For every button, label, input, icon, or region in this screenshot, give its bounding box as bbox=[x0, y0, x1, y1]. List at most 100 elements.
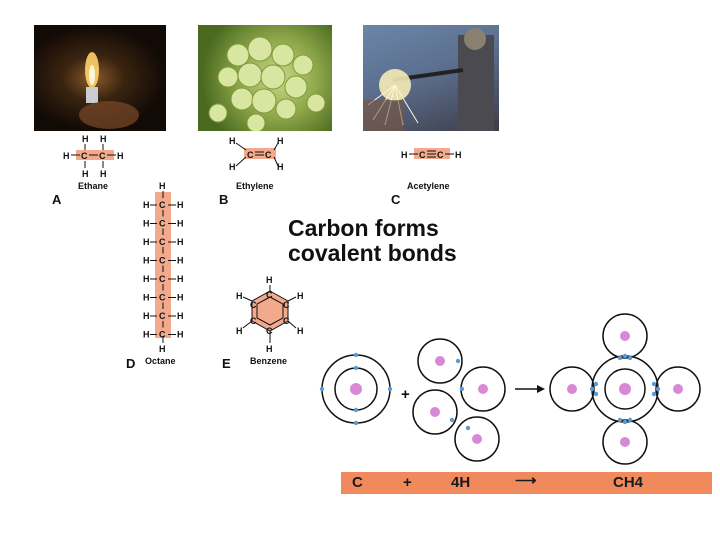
electron bbox=[319, 386, 325, 392]
atom-h: H bbox=[236, 326, 243, 336]
atom-h: H bbox=[143, 219, 150, 229]
atom-c: C bbox=[159, 219, 166, 229]
atom-h: H bbox=[143, 330, 150, 340]
electron bbox=[655, 386, 661, 392]
ethylene-bond-highlight bbox=[244, 148, 276, 159]
atom-h: H bbox=[159, 181, 166, 191]
atom-h: H bbox=[63, 151, 70, 161]
electron bbox=[589, 386, 595, 392]
electron bbox=[387, 386, 393, 392]
atom-h: H bbox=[455, 150, 462, 160]
panel-letter-d: D bbox=[126, 356, 136, 371]
hydrogen-nucleus bbox=[478, 384, 488, 394]
atom-h: H bbox=[177, 274, 184, 284]
atom-c: C bbox=[283, 316, 290, 326]
carbon-nucleus bbox=[350, 383, 362, 395]
hydrogen-nucleus bbox=[430, 407, 440, 417]
lighter-flame-illustration bbox=[79, 52, 139, 129]
equation-product: CH4 bbox=[613, 474, 644, 491]
atom-h: H bbox=[177, 200, 184, 210]
atom-h: H bbox=[229, 162, 236, 172]
methane-hydrogen-nucleus bbox=[620, 437, 630, 447]
electron bbox=[593, 381, 599, 387]
electron bbox=[593, 391, 599, 397]
atom-c: C bbox=[266, 290, 273, 300]
grapes-illustration bbox=[208, 36, 326, 131]
atom-c: C bbox=[159, 330, 166, 340]
grapes-photo bbox=[198, 25, 332, 131]
atom-c: C bbox=[159, 311, 166, 321]
electron bbox=[617, 355, 623, 361]
atom-h: H bbox=[82, 169, 89, 179]
electron bbox=[651, 381, 657, 387]
hydrogen-nucleus bbox=[472, 434, 482, 444]
electron bbox=[449, 417, 455, 423]
equation-arrow: ⟶ bbox=[515, 472, 537, 489]
carbon-atom-diagram bbox=[321, 354, 391, 424]
atom-h: H bbox=[236, 291, 243, 301]
methane-hydrogen-nucleus bbox=[673, 384, 683, 394]
atom-h: H bbox=[117, 151, 124, 161]
atom-h: H bbox=[143, 293, 150, 303]
benzene-structure: H H H H H H C C C C C C bbox=[236, 275, 304, 354]
atom-h: H bbox=[143, 200, 150, 210]
atom-c: C bbox=[159, 274, 166, 284]
ethylene-structure: H H C C H H bbox=[229, 136, 284, 172]
atom-c: C bbox=[159, 237, 166, 247]
equation-hydrogen: 4H bbox=[451, 474, 471, 491]
electron bbox=[353, 352, 359, 358]
equation-carbon: C bbox=[352, 474, 363, 491]
electron bbox=[651, 391, 657, 397]
equation-bar bbox=[341, 472, 712, 494]
atom-h: H bbox=[297, 291, 304, 301]
atom-c: C bbox=[250, 316, 257, 326]
atom-h: H bbox=[297, 326, 304, 336]
atom-h: H bbox=[159, 344, 166, 354]
panel-caption-ethylene: Ethylene bbox=[236, 181, 274, 191]
atom-h: H bbox=[277, 162, 284, 172]
atom-h: H bbox=[143, 274, 150, 284]
electron bbox=[353, 420, 359, 426]
atom-h: H bbox=[177, 219, 184, 229]
hydrogen-nucleus bbox=[435, 356, 445, 366]
equation-plus: + bbox=[403, 474, 412, 491]
title-line-1: Carbon forms bbox=[288, 215, 439, 241]
panel-letter-c: C bbox=[391, 192, 401, 207]
atom-c: C bbox=[159, 200, 166, 210]
electron bbox=[622, 353, 628, 359]
panel-letter-a: A bbox=[52, 192, 62, 207]
panel-caption-ethane: Ethane bbox=[78, 181, 109, 191]
electron bbox=[627, 417, 633, 423]
panel-letter-e: E bbox=[222, 356, 231, 371]
octane-bond-highlight bbox=[155, 192, 171, 338]
atom-h: H bbox=[177, 330, 184, 340]
atom-h: H bbox=[143, 311, 150, 321]
electron bbox=[353, 407, 359, 413]
electron bbox=[459, 386, 465, 392]
panel-letter-b: B bbox=[219, 192, 229, 207]
atom-h: H bbox=[401, 150, 408, 160]
welder-illustration bbox=[363, 28, 494, 131]
atom-c: C bbox=[159, 256, 166, 266]
lighter-photo bbox=[34, 25, 166, 131]
atom-c: C bbox=[247, 150, 254, 160]
methane-hydrogen-nucleus bbox=[620, 331, 630, 341]
electron bbox=[465, 425, 471, 431]
atom-h: H bbox=[266, 344, 273, 354]
methane-carbon-nucleus bbox=[619, 383, 631, 395]
electron bbox=[627, 355, 633, 361]
acetylene-structure: H C C H bbox=[401, 148, 462, 160]
atom-h: H bbox=[277, 136, 284, 146]
electron bbox=[622, 419, 628, 425]
panel-caption-benzene: Benzene bbox=[250, 356, 288, 366]
orbital-diagram: + bbox=[319, 313, 701, 465]
orbital-plus-sign: + bbox=[401, 386, 410, 403]
atom-c: C bbox=[265, 150, 272, 160]
panel-caption-octane: Octane bbox=[145, 356, 176, 366]
atom-h: H bbox=[177, 293, 184, 303]
atom-h: H bbox=[229, 136, 236, 146]
orbital-arrow bbox=[537, 385, 545, 393]
ethane-structure: H H H C C H H H bbox=[63, 134, 124, 179]
